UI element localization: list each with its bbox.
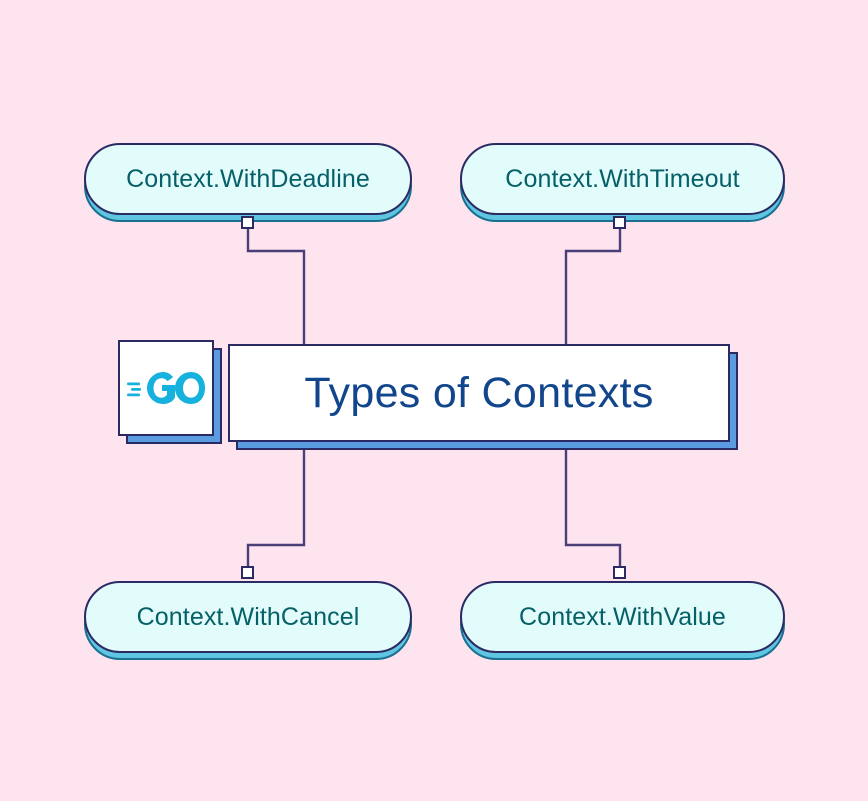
node-with-cancel[interactable]: Context.WithCancel bbox=[84, 581, 412, 653]
connector-with-value bbox=[564, 443, 622, 573]
go-logo-icon bbox=[127, 372, 205, 404]
node-with-value[interactable]: Context.WithValue bbox=[460, 581, 785, 653]
junction-with-timeout[interactable] bbox=[613, 216, 626, 229]
go-logo-box bbox=[118, 340, 214, 436]
center-box[interactable]: Types of Contexts bbox=[228, 344, 730, 442]
node-label-with-timeout: Context.WithTimeout bbox=[505, 164, 740, 193]
connector-with-deadline bbox=[246, 228, 306, 345]
node-label-with-cancel: Context.WithCancel bbox=[136, 602, 360, 631]
node-label-with-value: Context.WithValue bbox=[519, 602, 726, 631]
node-with-deadline[interactable]: Context.WithDeadline bbox=[84, 143, 412, 215]
connector-with-cancel bbox=[246, 443, 306, 573]
junction-with-value[interactable] bbox=[613, 566, 626, 579]
junction-with-cancel[interactable] bbox=[241, 566, 254, 579]
connector-with-timeout bbox=[564, 228, 622, 345]
node-with-timeout[interactable]: Context.WithTimeout bbox=[460, 143, 785, 215]
page-title: Types of Contexts bbox=[304, 368, 654, 417]
node-label-with-deadline: Context.WithDeadline bbox=[126, 164, 370, 193]
junction-with-deadline[interactable] bbox=[241, 216, 254, 229]
